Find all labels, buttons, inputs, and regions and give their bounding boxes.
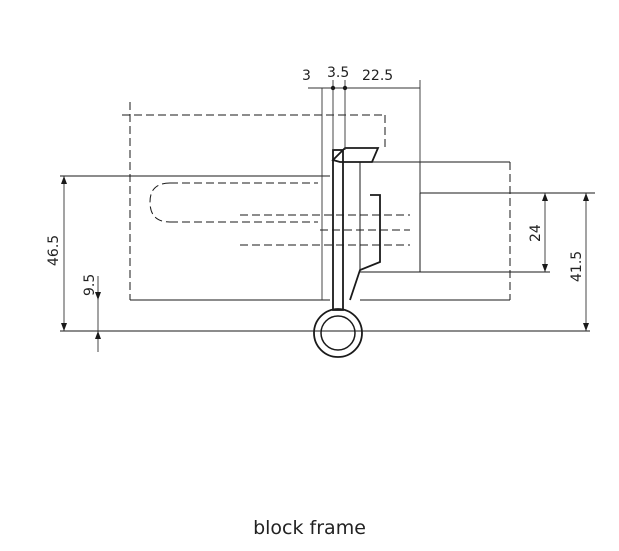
dim-label-3: 3 (302, 68, 311, 84)
dimension-markers (61, 85, 589, 339)
hinge-body-block (359, 161, 421, 273)
dimension-lines (63, 80, 587, 352)
dim-label-46-5: 46.5 (46, 235, 62, 266)
hidden-lines (122, 102, 511, 300)
dim-label-9-5: 9.5 (82, 274, 98, 296)
hinge-technical-drawing: 3 3.5 22.5 46.5 9.5 24 41.5 (46, 65, 595, 358)
hinge-pin (332, 149, 344, 311)
caption: block frame (253, 517, 366, 539)
dim-label-22-5: 22.5 (362, 68, 393, 84)
dim-label-24: 24 (528, 224, 544, 242)
knuckle-outer (313, 308, 363, 358)
hinge-arm (349, 194, 381, 301)
dim-label-41-5: 41.5 (569, 251, 585, 282)
dim-label-3-5: 3.5 (327, 65, 349, 81)
drawing-geometry (60, 80, 595, 358)
knuckle-inner (320, 315, 356, 351)
pin-cap (331, 147, 380, 163)
